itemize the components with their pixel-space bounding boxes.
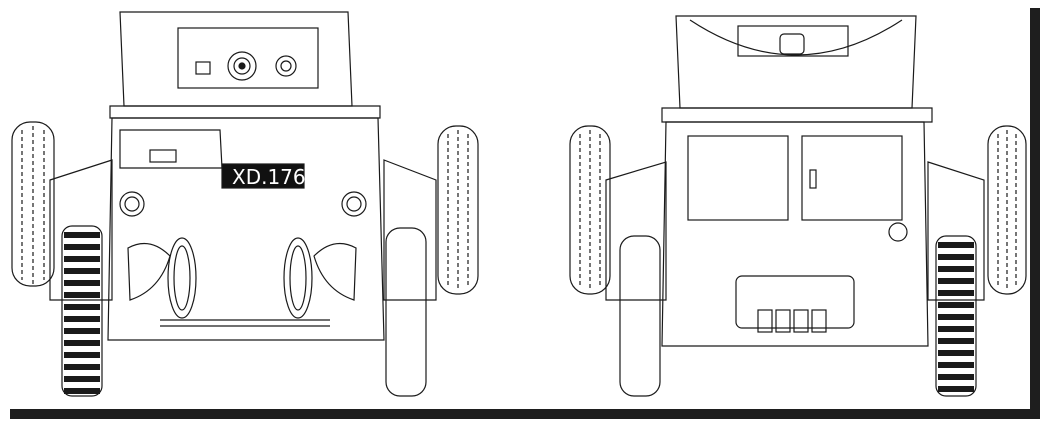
license-plate [221, 163, 305, 189]
rear-track-links [938, 242, 974, 392]
front-left-track [61, 225, 103, 397]
frame-shadow-bottom [10, 409, 1040, 419]
rear-upper-shield [675, 15, 917, 109]
front-view-svg: XD.176 [11, 11, 479, 397]
rear-left-fender [605, 161, 667, 301]
rear-door-handle [809, 169, 817, 189]
rear-left-door [687, 135, 789, 221]
front-left-suspension [127, 242, 171, 301]
rear-view-svg [569, 15, 1027, 397]
front-small-gauge [275, 55, 297, 77]
rear-left-drive-wheel [619, 235, 661, 397]
rear-right-track [935, 235, 977, 397]
rear-tow-hook [888, 222, 908, 242]
front-upper-window [177, 27, 319, 89]
front-hull-rim [109, 105, 381, 119]
front-right-spring [283, 237, 313, 319]
front-hull-body [107, 117, 385, 341]
rear-muffler [735, 275, 855, 329]
front-left-headlight [119, 191, 145, 217]
rear-hull-rim [661, 107, 933, 123]
front-track-links [64, 232, 100, 394]
front-left-wheel [11, 121, 55, 287]
front-right-wheel [437, 125, 479, 295]
front-large-gauge [227, 51, 257, 81]
rear-upper-window [737, 25, 849, 57]
rear-left-wheel [569, 125, 611, 295]
rear-right-fender [927, 161, 985, 301]
rear-view-drawing [540, 0, 1040, 410]
rear-right-wheel [987, 125, 1027, 295]
front-small-knob [195, 61, 211, 75]
front-right-headlight [341, 191, 367, 217]
rear-arch [689, 19, 903, 56]
front-left-fender [49, 159, 113, 301]
front-view-drawing: XD.176 [0, 0, 500, 410]
front-right-drive-wheel [385, 227, 427, 397]
front-left-spring [167, 237, 197, 319]
front-upper-panel [119, 11, 353, 107]
frame-shadow-right [1030, 8, 1040, 419]
rear-hull-body [661, 121, 929, 347]
rear-right-door [801, 135, 903, 221]
license-plate-text: XD.176 [232, 165, 306, 189]
front-right-fender [383, 159, 437, 301]
front-vision-slit [149, 149, 177, 163]
front-right-suspension [313, 242, 357, 301]
